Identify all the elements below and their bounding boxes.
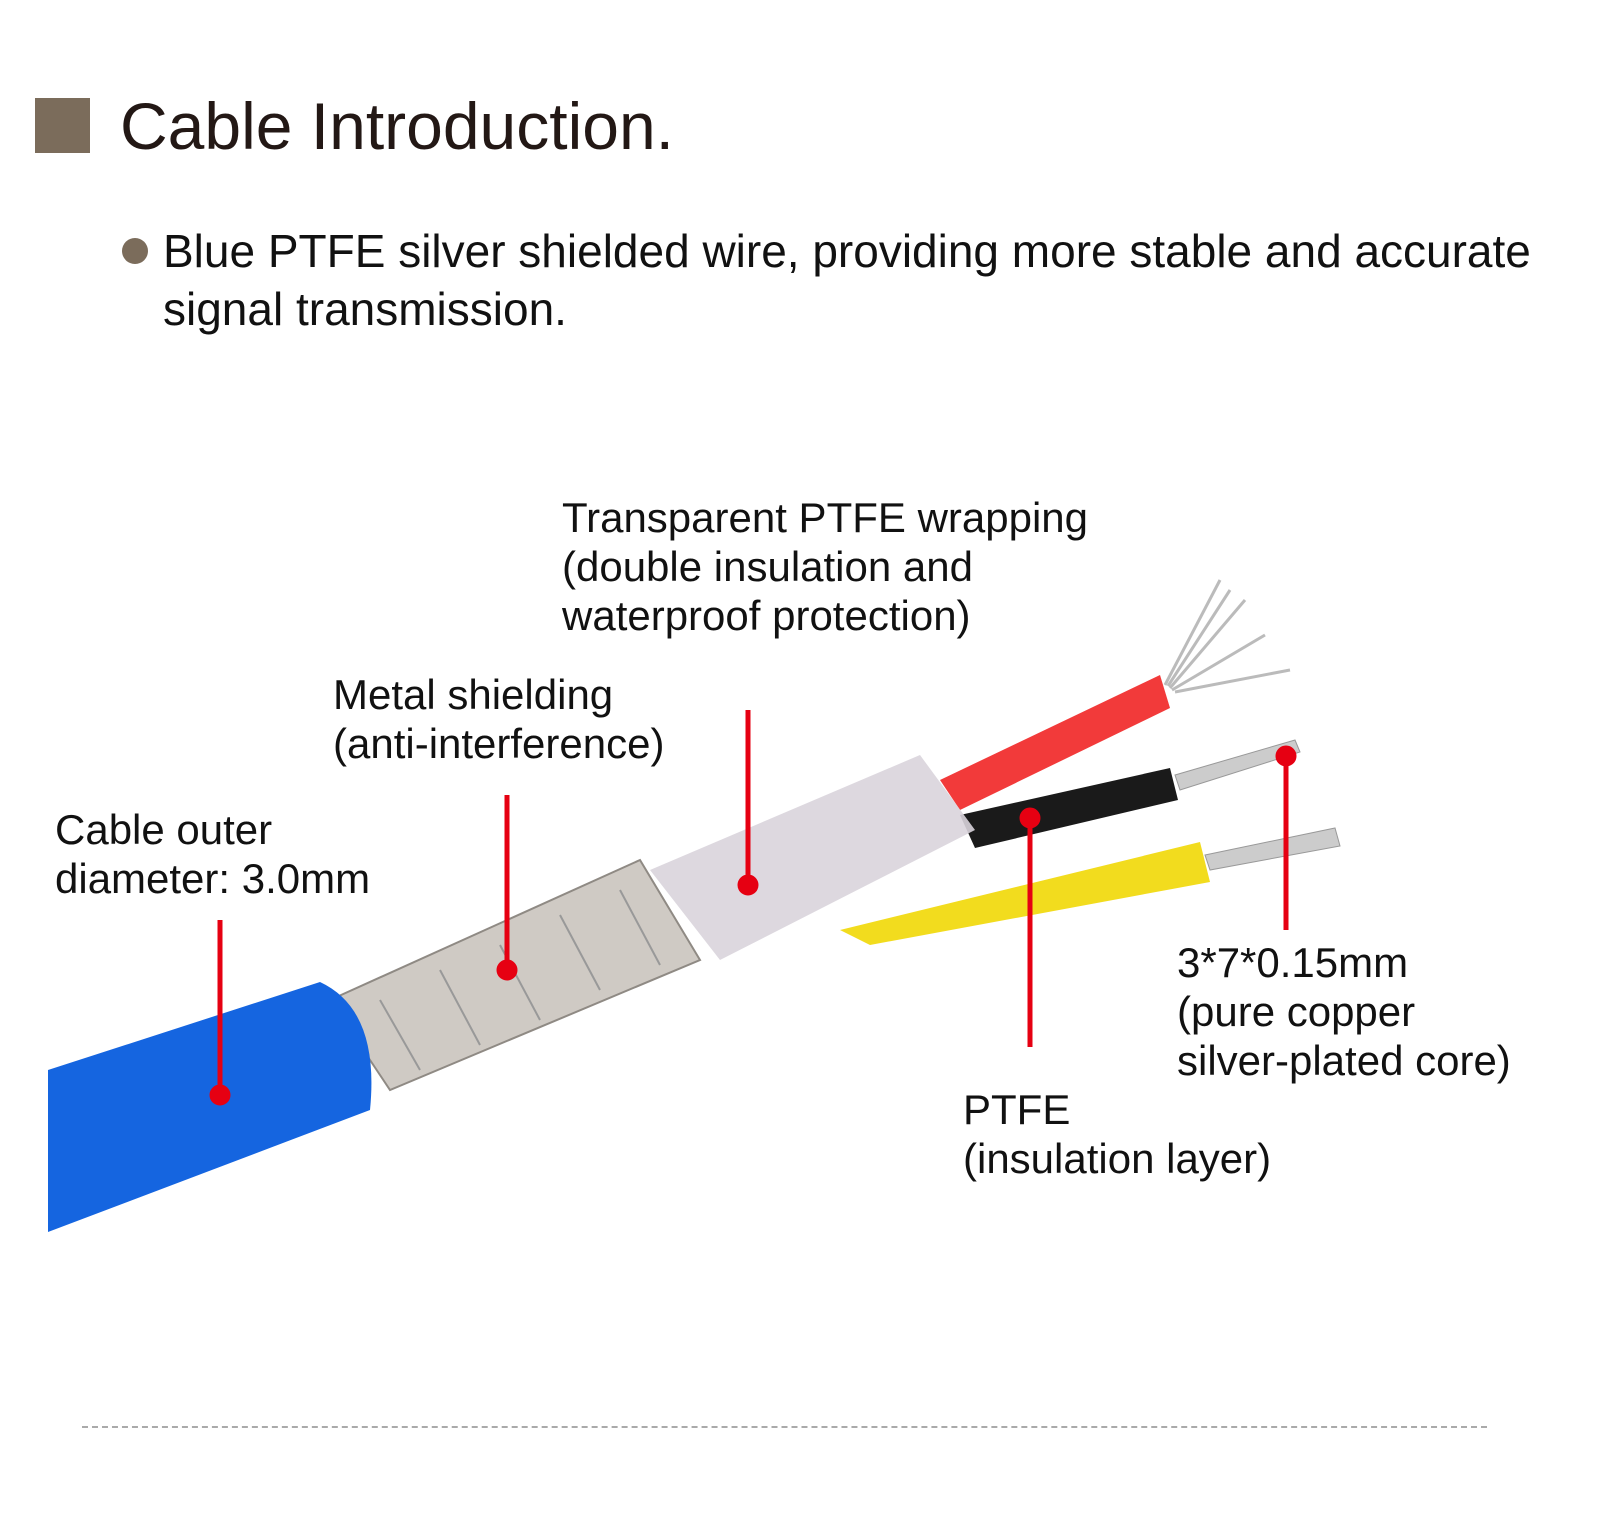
label-line: (anti-interference) [333,720,665,767]
black-wire-core [1174,739,1301,791]
label-metal-shielding: Metal shielding (anti-interference) [333,670,664,768]
red-wire [940,675,1170,810]
label-line: waterproof protection) [562,592,971,639]
label-line: (insulation layer) [963,1135,1272,1182]
label-line: (double insulation and [562,543,973,590]
black-wire [960,768,1178,848]
dashed-divider [82,1426,1487,1428]
label-outer-diameter: Cable outer diameter: 3.0mm [55,805,370,903]
blue-jacket [48,982,372,1232]
label-line: diameter: 3.0mm [55,855,371,902]
ptfe-wrapping [650,755,975,960]
yellow-wire-core [1204,827,1341,871]
label-line: (pure copper [1177,988,1416,1035]
label-ptfe-insulation: PTFE (insulation layer) [963,1085,1271,1183]
yellow-wire [840,842,1210,945]
page-title: Cable Introduction. [120,89,675,163]
label-line: Cable outer [55,806,273,853]
label-core: 3*7*0.15mm (pure copper silver-plated co… [1177,938,1511,1085]
label-line: silver-plated core) [1177,1037,1511,1084]
title-square-icon [35,98,90,153]
label-line: Metal shielding [333,671,614,718]
label-ptfe-wrapping: Transparent PTFE wrapping (double insula… [562,493,1088,640]
bullet-icon [122,238,148,264]
description-text: Blue PTFE silver shielded wire, providin… [163,225,1531,335]
label-line: 3*7*0.15mm [1177,939,1409,986]
red-wire-strands [1163,579,1291,694]
label-line: PTFE [963,1086,1071,1133]
label-line: Transparent PTFE wrapping [562,494,1089,541]
